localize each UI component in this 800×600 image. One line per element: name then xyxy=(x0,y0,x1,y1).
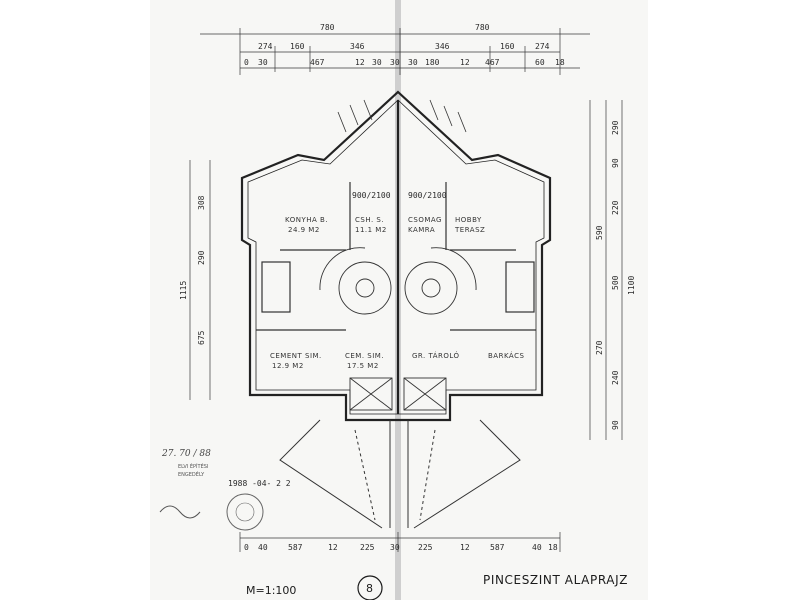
dim-left-4: 675 xyxy=(197,330,206,345)
sheet-number: 8 xyxy=(366,582,373,595)
bottom-dimension-chain xyxy=(239,532,561,552)
dim-top-5: 160 xyxy=(500,42,515,51)
dim-bottom-6: 30 xyxy=(390,543,400,552)
dim-top-2: 160 xyxy=(290,42,305,51)
dim-top-3: 346 xyxy=(350,42,365,51)
dim-right-8: 240 xyxy=(611,370,620,385)
dim-bottom-9: 587 xyxy=(490,543,505,552)
dim-top2-9: 12 xyxy=(460,58,470,67)
dim-top2-7: 30 xyxy=(408,58,418,67)
room-name-csomag: CSOMAG xyxy=(408,216,442,224)
building-outline xyxy=(240,90,552,422)
interior-walls xyxy=(256,182,536,331)
drawing-title: PINCESZINT ALAPRAJZ xyxy=(483,573,628,587)
room-area-hobby: TERASZ xyxy=(454,226,485,234)
dim-top2-12: 18 xyxy=(555,58,565,67)
dim-top-total-left: 780 xyxy=(320,23,335,32)
roof-hatch-marks xyxy=(337,99,467,133)
dim-left-2: 290 xyxy=(197,250,206,265)
dim-bottom-5: 225 xyxy=(360,543,375,552)
room-area-csomag: KAMRA xyxy=(408,226,435,234)
dim-bottom-4: 12 xyxy=(328,543,338,552)
dim-top2-8: 180 xyxy=(425,58,440,67)
top-dimension-chains xyxy=(200,28,590,75)
dim-left-3: 1115 xyxy=(179,281,188,300)
room-name-cem-sim: CEM. SIM. xyxy=(345,352,384,360)
dim-top2-1: 0 xyxy=(244,58,249,67)
room-area-cem-sim: 17.5 M2 xyxy=(347,362,379,370)
room-name-barkacs: BARKÁCS xyxy=(488,351,524,360)
right-dimension-chain xyxy=(589,100,623,440)
dim-top2-5: 30 xyxy=(372,58,382,67)
room-name-gr-tarolo: GR. TÁROLÓ xyxy=(412,351,460,360)
dim-bottom-8: 12 xyxy=(460,543,470,552)
dim-bottom-3: 587 xyxy=(288,543,303,552)
dim-right-7: 270 xyxy=(595,340,604,355)
dim-top2-10: 467 xyxy=(485,58,500,67)
room-area-kitchen: 24.9 M2 xyxy=(288,226,320,234)
dim-left-1: 308 xyxy=(197,195,206,210)
dim-top2-11: 60 xyxy=(535,58,545,67)
dim-right-5: 500 xyxy=(611,275,620,290)
dim-bottom-7: 225 xyxy=(418,543,433,552)
handwritten-note: 27. 70 / 88 xyxy=(161,449,211,459)
dim-top-6: 274 xyxy=(535,42,550,51)
dim-bottom-10: 40 xyxy=(532,543,542,552)
sheet-number-circle xyxy=(357,575,383,600)
dim-bottom-1: 0 xyxy=(244,543,249,552)
signature-mark xyxy=(159,505,201,519)
dim-right-1: 290 xyxy=(611,120,620,135)
room-name-cement-left: CEMENT SIM. xyxy=(270,352,322,360)
dim-right-2: 90 xyxy=(611,158,620,168)
room-area-cement-left: 12.9 M2 xyxy=(272,362,304,370)
driveway-ramps xyxy=(279,419,521,529)
dim-bottom-2: 40 xyxy=(258,543,268,552)
dim-top2-6: 30 xyxy=(390,58,400,67)
dim-right-6: 1100 xyxy=(627,276,636,295)
garage-doors xyxy=(349,377,447,411)
dim-top2-3: 467 xyxy=(310,58,325,67)
door-tag-left: 900/2100 xyxy=(352,191,391,200)
dim-top-total-right: 780 xyxy=(475,23,490,32)
stamp-line-1: ELVI ÉPÍTÉSI xyxy=(178,462,208,470)
room-name-csh: CSH. S. xyxy=(355,216,384,224)
room-area-csh: 11.1 M2 xyxy=(355,226,387,234)
dim-right-3: 220 xyxy=(611,200,620,215)
dim-top-4: 346 xyxy=(435,42,450,51)
dim-top2-4: 12 xyxy=(355,58,365,67)
stamp-date: 1988 -04- 2 2 xyxy=(228,479,291,488)
dim-right-4: 590 xyxy=(595,225,604,240)
room-name-kitchen: KONYHA B. xyxy=(285,216,328,224)
stamp-line-2: ENGEDÉLY xyxy=(178,470,205,478)
room-name-hobby: HOBBY xyxy=(455,216,482,224)
dim-bottom-11: 18 xyxy=(548,543,558,552)
dim-right-9: 90 xyxy=(611,420,620,430)
dim-top-1: 274 xyxy=(258,42,273,51)
approval-stamp: ELVI ÉPÍTÉSI ENGEDÉLY 1988 -04- 2 2 xyxy=(159,462,291,531)
spiral-staircases xyxy=(319,247,477,315)
dim-top2-2: 30 xyxy=(258,58,268,67)
floor-plan-drawing: 780 780 274 160 346 346 160 274 0 30 467… xyxy=(159,0,636,600)
left-dimension-chain xyxy=(189,160,211,400)
door-tag-right: 900/2100 xyxy=(408,191,447,200)
drawing-scale: M=1:100 xyxy=(246,584,296,597)
